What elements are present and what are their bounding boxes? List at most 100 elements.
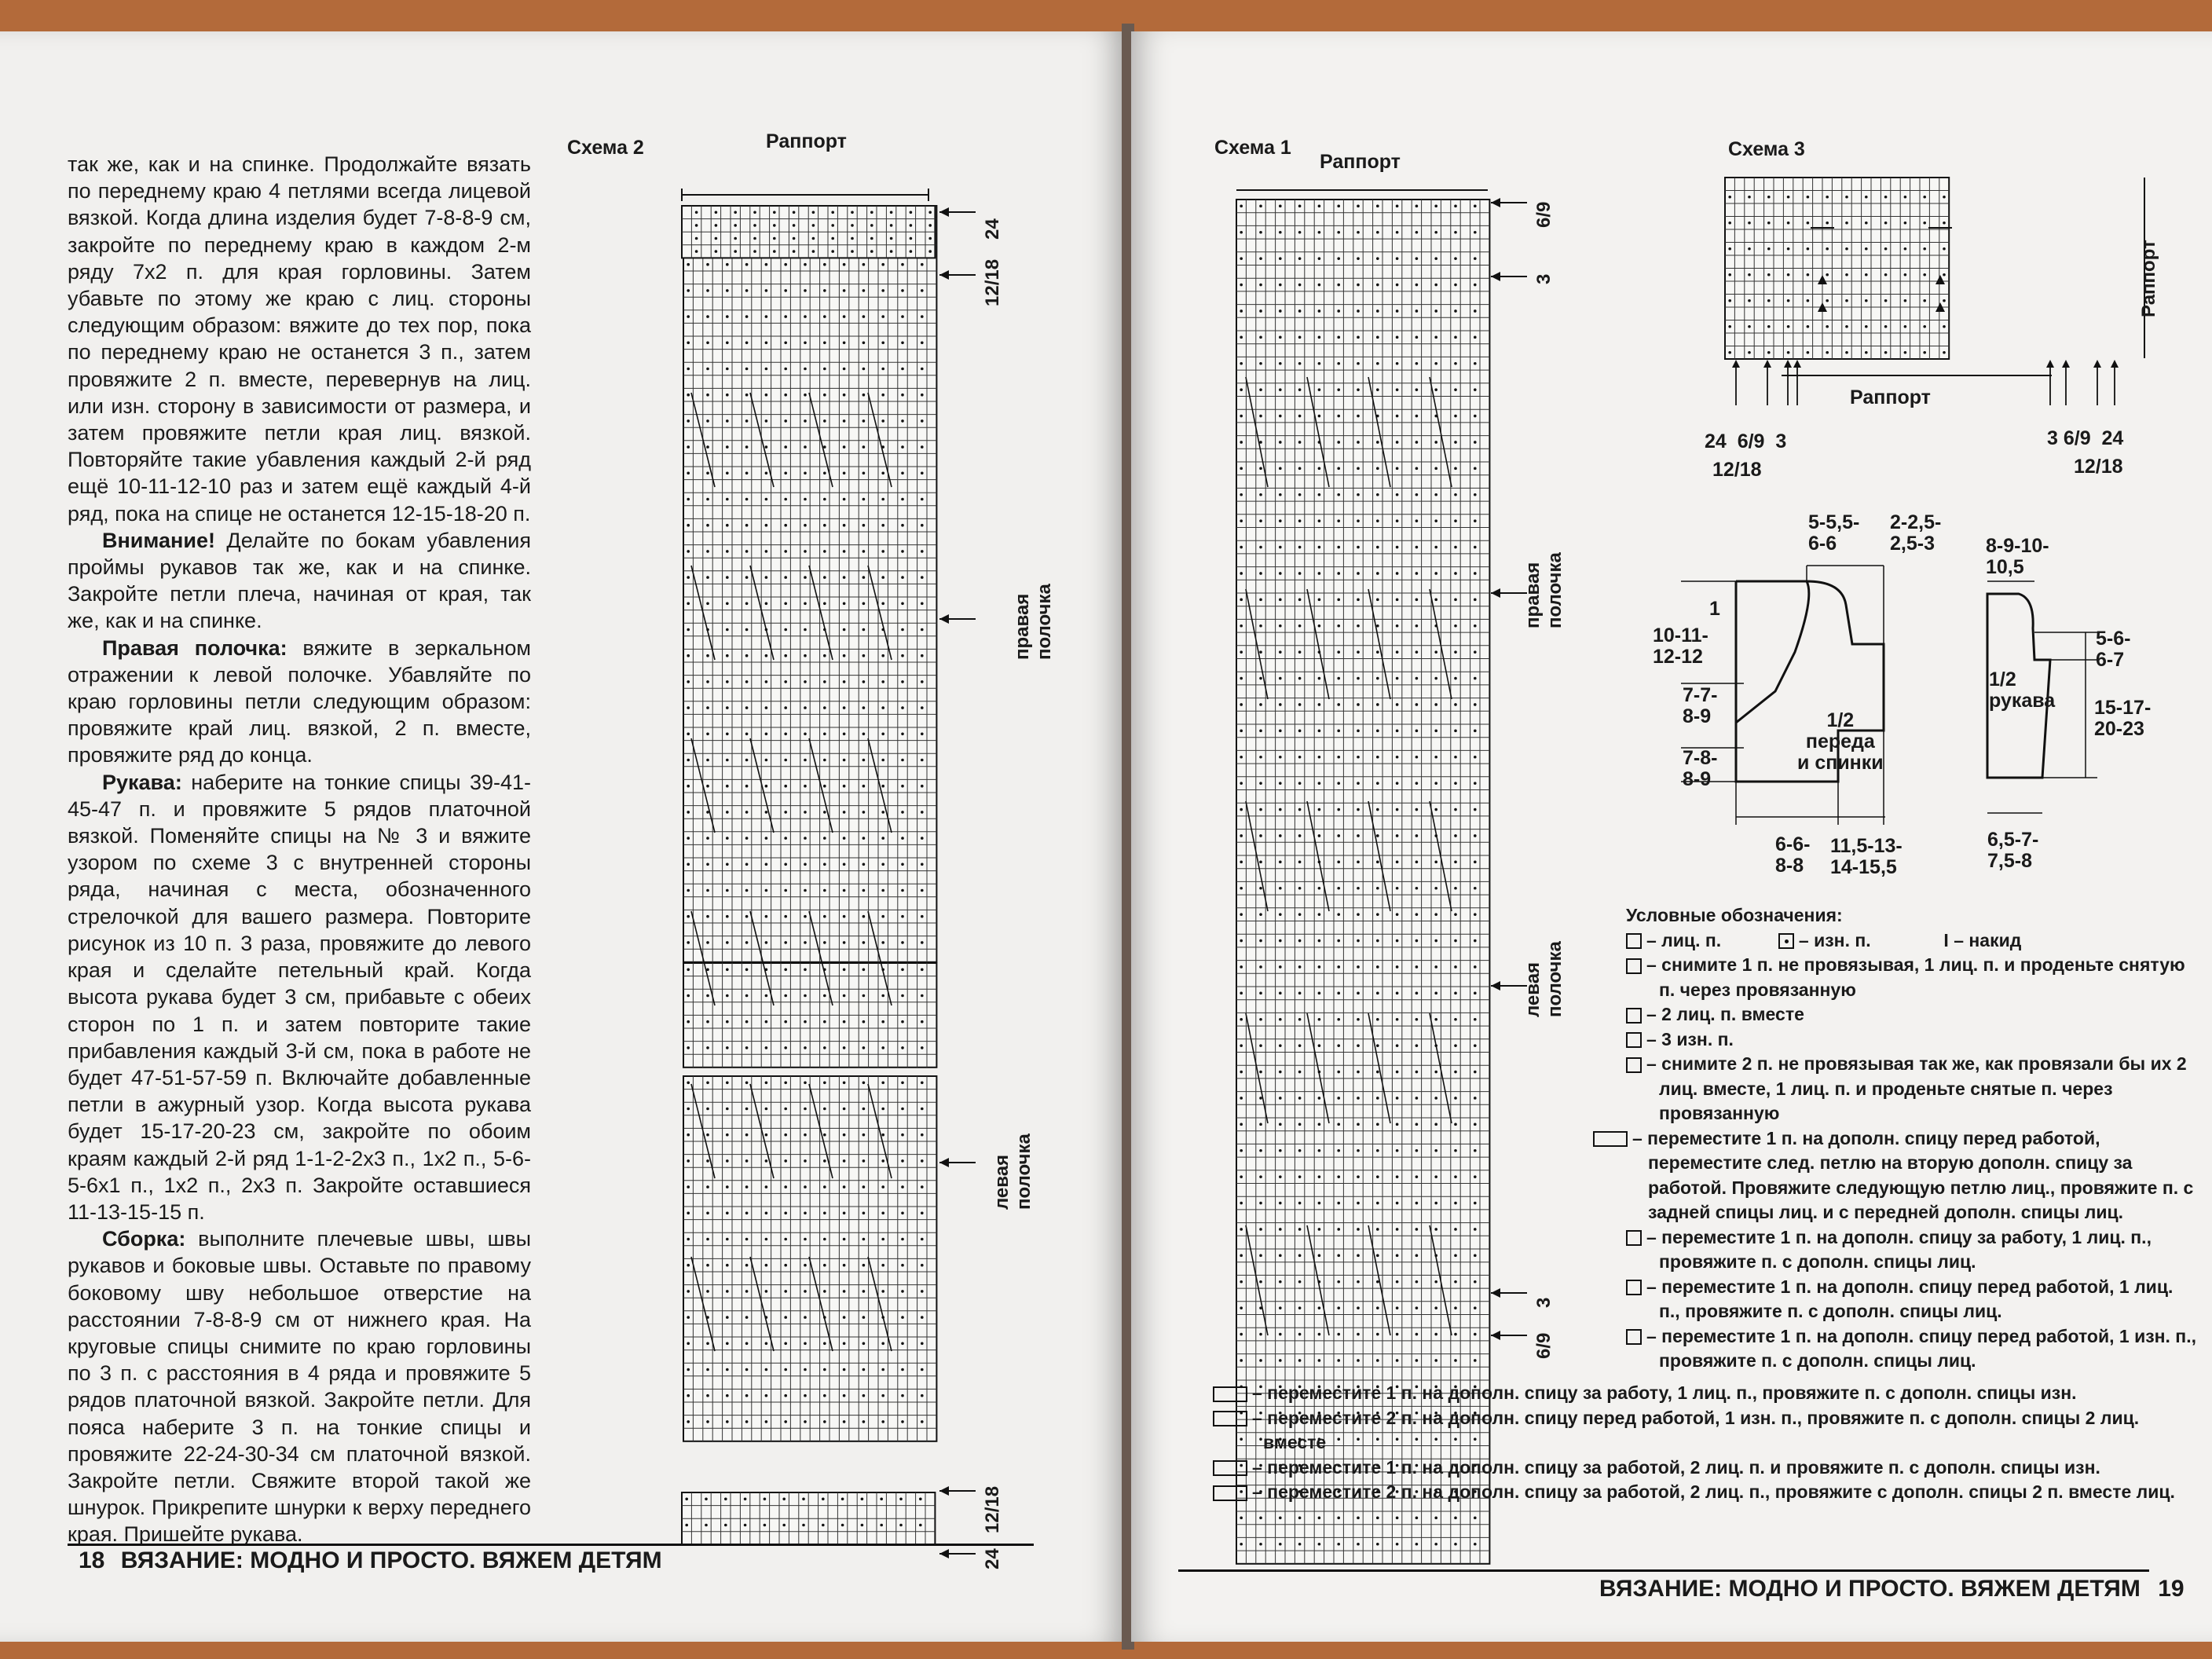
purl-dot	[1317, 467, 1321, 471]
purl-dot	[889, 236, 893, 240]
purl-dot	[1474, 860, 1477, 864]
purl-dot	[862, 1368, 866, 1372]
purl-dot	[1376, 939, 1379, 943]
purl-dot	[1474, 1490, 1477, 1493]
purl-dot	[823, 994, 826, 998]
purl-dot	[842, 1020, 846, 1024]
purl-dot	[764, 602, 768, 606]
purl-dot	[1415, 467, 1419, 471]
purl-dot	[784, 1081, 787, 1085]
purl-dot	[921, 445, 924, 449]
purl-dot	[1826, 350, 1829, 354]
purl-dot	[1337, 1097, 1340, 1100]
chart-grid	[681, 1492, 936, 1546]
purl-dot	[745, 968, 749, 972]
purl-dot	[745, 1133, 749, 1137]
purl-dot	[1240, 309, 1243, 313]
purl-dot	[784, 941, 787, 944]
purl-dot	[726, 1316, 729, 1319]
purl-dot	[745, 393, 749, 397]
purl-dot	[784, 1420, 787, 1423]
purl-dot	[784, 1393, 787, 1397]
purl-dot	[901, 994, 904, 998]
purl-dot	[1298, 1254, 1302, 1258]
purl-dot	[1240, 441, 1243, 444]
purl-dot	[1240, 650, 1243, 654]
purl-dot	[1279, 886, 1282, 890]
purl-dot	[901, 289, 904, 292]
purl-dot	[1454, 335, 1457, 339]
purl-dot	[901, 888, 904, 892]
purl-dot	[1786, 247, 1790, 251]
purl-dot	[1337, 309, 1340, 313]
purl-dot	[1415, 572, 1419, 575]
purl-dot	[1434, 755, 1437, 759]
purl-dot	[921, 497, 924, 501]
purl-dot	[881, 289, 884, 292]
purl-dot	[1865, 298, 1868, 302]
purl-dot	[1434, 1411, 1437, 1415]
purl-dot	[792, 250, 796, 253]
purl-dot	[706, 1211, 709, 1215]
purl-dot	[1357, 441, 1360, 444]
purl-dot	[860, 1523, 864, 1527]
purl-dot	[842, 393, 846, 397]
purl-dot	[921, 471, 924, 475]
purl-dot	[745, 1159, 749, 1163]
purl-dot	[687, 1393, 690, 1397]
legend-basic-row: – лиц. п. – изн. п. I – накид	[1626, 928, 2198, 954]
purl-dot	[842, 367, 846, 371]
purl-dot	[1923, 195, 1926, 199]
purl-dot	[1474, 335, 1477, 339]
purl-dot	[1395, 545, 1399, 549]
purl-dot	[706, 497, 709, 501]
purl-dot	[1337, 886, 1340, 890]
purl-dot	[823, 550, 826, 553]
purl-dot	[921, 1237, 924, 1241]
purl-dot	[1259, 1254, 1262, 1258]
purl-dot	[1298, 913, 1302, 916]
purl-dot	[1434, 1359, 1437, 1362]
purl-dot	[1298, 414, 1302, 418]
purl-dot	[862, 471, 866, 475]
purl-dot	[1434, 230, 1437, 234]
purl-dot	[1434, 1148, 1437, 1152]
purl-dot	[706, 1107, 709, 1111]
purl-dot	[1259, 388, 1262, 391]
purl-dot	[842, 968, 846, 972]
purl-dot	[784, 862, 787, 866]
purl-dot	[881, 1342, 884, 1346]
decrease-mark	[1818, 275, 1827, 284]
stitch-symbol-icon	[1626, 1032, 1642, 1049]
purl-dot	[706, 602, 709, 606]
purl-dot	[1259, 703, 1262, 706]
purl-dot	[784, 1046, 787, 1049]
purl-dot	[804, 576, 807, 579]
purl-dot	[1259, 1385, 1262, 1389]
purl-dot	[921, 732, 924, 736]
purl-dot	[1298, 991, 1302, 995]
purl-dot	[706, 862, 709, 866]
purl-dot	[1337, 1070, 1340, 1074]
purl-dot	[1357, 703, 1360, 706]
purl-dot	[1279, 1070, 1282, 1074]
schema1-rapport: Раппорт	[1320, 151, 1401, 173]
purl-dot	[706, 1393, 709, 1397]
cable-line	[1429, 1013, 1452, 1124]
purl-dot	[1434, 782, 1437, 785]
purl-dot	[1259, 572, 1262, 575]
purl-dot	[706, 941, 709, 944]
purl-dot	[1259, 1437, 1262, 1441]
purl-dot	[823, 811, 826, 814]
purl-dot	[1357, 335, 1360, 339]
purl-dot	[726, 654, 729, 657]
purl-dot	[823, 471, 826, 475]
purl-dot	[1474, 1437, 1477, 1441]
cable-line	[808, 392, 833, 488]
purl-dot	[842, 888, 846, 892]
purl-dot	[1767, 324, 1771, 328]
schema3-right-sizes-top: 3 6/9 24	[2047, 427, 2124, 449]
purl-dot	[1317, 493, 1321, 496]
purl-dot	[1357, 1332, 1360, 1336]
purl-dot	[734, 224, 737, 227]
